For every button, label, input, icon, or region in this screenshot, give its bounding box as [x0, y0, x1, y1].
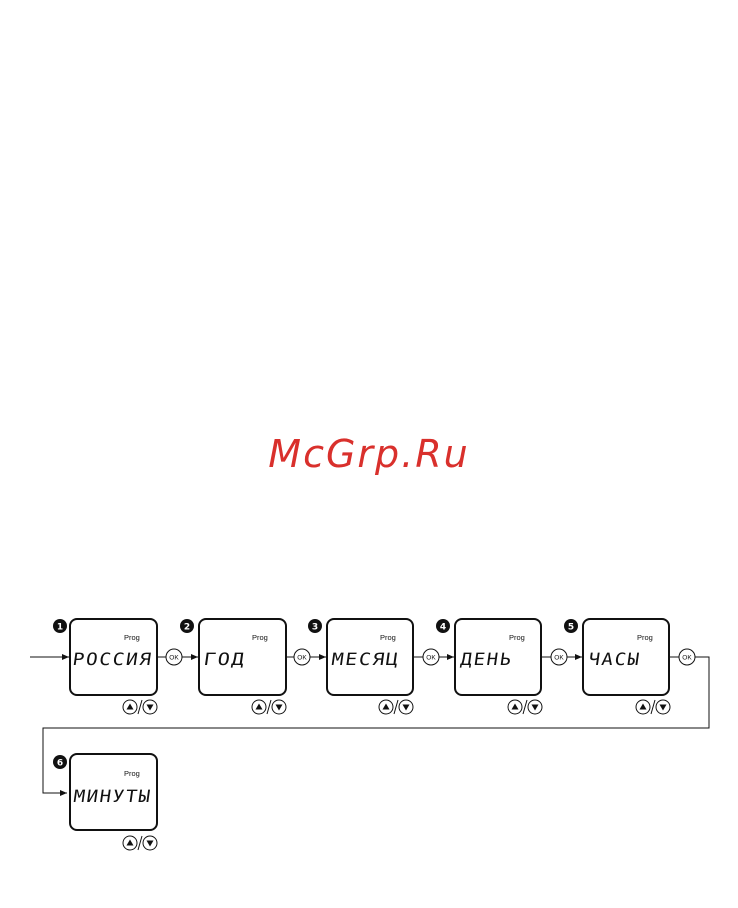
separator-slash: [394, 700, 398, 714]
separator-slash: [138, 836, 142, 850]
lcd-text: ЧАСЫ: [587, 650, 642, 670]
svg-text:OK: OK: [554, 655, 564, 662]
svg-text:OK: OK: [682, 655, 692, 662]
up-arrow-button[interactable]: [508, 700, 522, 714]
prog-indicator: Prog: [380, 633, 396, 642]
lcd-text: МИНУТЫ: [72, 787, 153, 807]
step-6: 6 Prog МИНУТЫ: [53, 754, 157, 850]
prog-indicator: Prog: [124, 769, 140, 778]
prog-indicator: Prog: [637, 633, 653, 642]
separator-slash: [138, 700, 142, 714]
step-number: 1: [57, 623, 63, 633]
step-1: 1 Prog РОССИЯ: [53, 619, 157, 714]
ok-button-1[interactable]: OK: [166, 649, 182, 665]
up-arrow-button[interactable]: [636, 700, 650, 714]
ok-button-4[interactable]: OK: [551, 649, 567, 665]
step-5: 5 Prog ЧАСЫ: [564, 619, 670, 714]
down-arrow-button[interactable]: [399, 700, 413, 714]
separator-slash: [267, 700, 271, 714]
down-arrow-button[interactable]: [272, 700, 286, 714]
down-arrow-button[interactable]: [656, 700, 670, 714]
ok-button-2[interactable]: OK: [294, 649, 310, 665]
step-3: 3 Prog МЕСЯЦ: [308, 619, 413, 714]
lcd-text: МЕСЯЦ: [330, 650, 401, 670]
down-arrow-button[interactable]: [528, 700, 542, 714]
prog-indicator: Prog: [509, 633, 525, 642]
step-4: 4 Prog ДЕНЬ: [436, 619, 542, 714]
down-arrow-button[interactable]: [143, 836, 157, 850]
up-arrow-button[interactable]: [252, 700, 266, 714]
separator-slash: [651, 700, 655, 714]
up-arrow-button[interactable]: [123, 700, 137, 714]
step-number: 3: [312, 623, 318, 633]
svg-text:OK: OK: [169, 655, 179, 662]
step-number: 5: [568, 623, 574, 633]
step-number: 6: [57, 759, 63, 769]
lcd-text: ГОД: [202, 650, 247, 670]
down-arrow-button[interactable]: [143, 700, 157, 714]
svg-text:OK: OK: [426, 655, 436, 662]
separator-slash: [523, 700, 527, 714]
lcd-text: РОССИЯ: [71, 650, 154, 670]
svg-text:OK: OK: [297, 655, 307, 662]
prog-indicator: Prog: [124, 633, 140, 642]
ok-button-3[interactable]: OK: [423, 649, 439, 665]
step-2: 2 Prog ГОД: [180, 619, 286, 714]
up-arrow-button[interactable]: [123, 836, 137, 850]
step-number: 4: [440, 623, 446, 633]
lcd-text: ДЕНЬ: [459, 650, 514, 670]
up-arrow-button[interactable]: [379, 700, 393, 714]
step-number: 2: [184, 623, 190, 633]
prog-indicator: Prog: [252, 633, 268, 642]
ok-button-5[interactable]: OK: [679, 649, 695, 665]
